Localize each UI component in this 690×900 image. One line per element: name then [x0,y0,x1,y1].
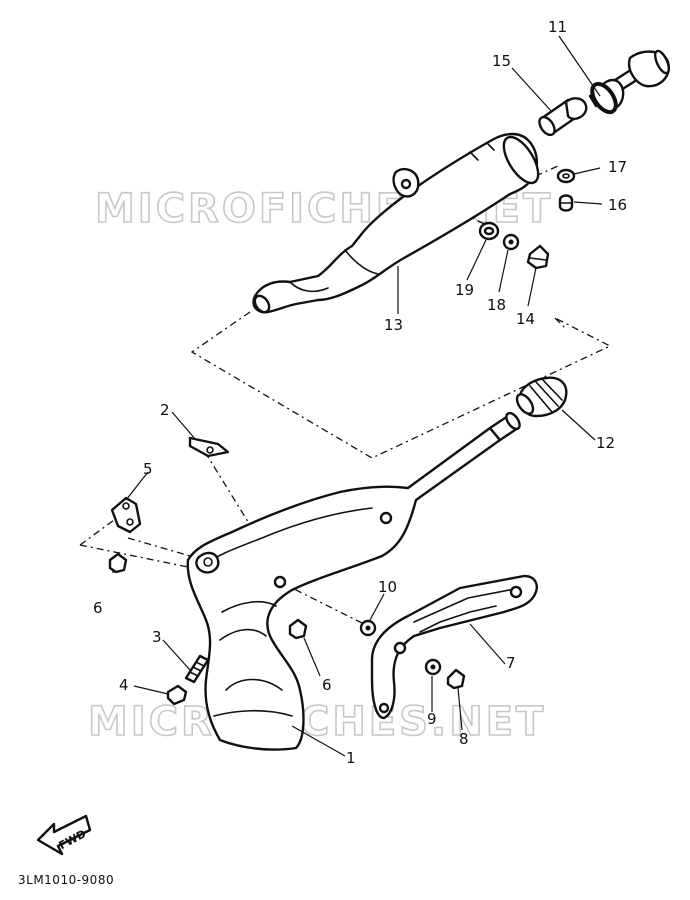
callout-12: 12 [596,434,615,452]
callout-6-right: 6 [322,676,332,694]
callout-14: 14 [516,310,535,328]
part-9-washer [424,658,442,676]
callout-15: 15 [492,52,511,70]
callout-10: 10 [378,578,397,596]
drawing-code: 3LM1010-9080 [18,873,114,887]
callout-6-left: 6 [93,599,103,617]
callout-2: 2 [160,401,170,419]
part-19-grommet [478,221,500,241]
callout-16: 16 [608,196,627,214]
part-13-silencer [252,132,540,314]
part-11-tail-pipe [588,49,671,115]
callout-17: 17 [608,158,627,176]
part-6-bolt-right [288,618,308,640]
leader-lines [112,35,603,757]
callout-numbers: 1 2 3 4 5 6 6 7 8 9 10 11 12 13 14 15 16… [93,18,627,767]
callout-4: 4 [119,676,129,694]
part-8-bolt [446,668,466,690]
part-7-protector [370,574,538,720]
watermark-bottom: MICROFICHES.NET [88,699,546,745]
part-3-stud-bolt [184,654,210,684]
callout-8: 8 [459,730,469,748]
part-4-nut [166,684,188,706]
callout-11: 11 [548,18,567,36]
fwd-arrow-icon: FWD [36,814,92,856]
part-16-bolt [558,194,574,212]
callout-19: 19 [455,281,474,299]
part-6-bolt-left [108,552,128,574]
part-14-bolt [526,244,550,270]
part-5-bracket [110,496,142,534]
callout-5: 5 [143,460,153,478]
part-2-gasket [188,436,230,458]
callout-13: 13 [384,316,403,334]
callout-3: 3 [152,628,162,646]
part-10-nut [359,619,377,637]
callout-1: 1 [346,749,356,767]
part-17-washer [556,168,576,184]
callout-18: 18 [487,296,506,314]
part-1-exhaust-pipe [186,411,521,751]
part-18-collar [502,233,520,251]
callout-7: 7 [506,654,516,672]
part-12-joint [515,376,568,418]
callout-9: 9 [427,710,437,728]
part-15-collar [538,97,588,137]
